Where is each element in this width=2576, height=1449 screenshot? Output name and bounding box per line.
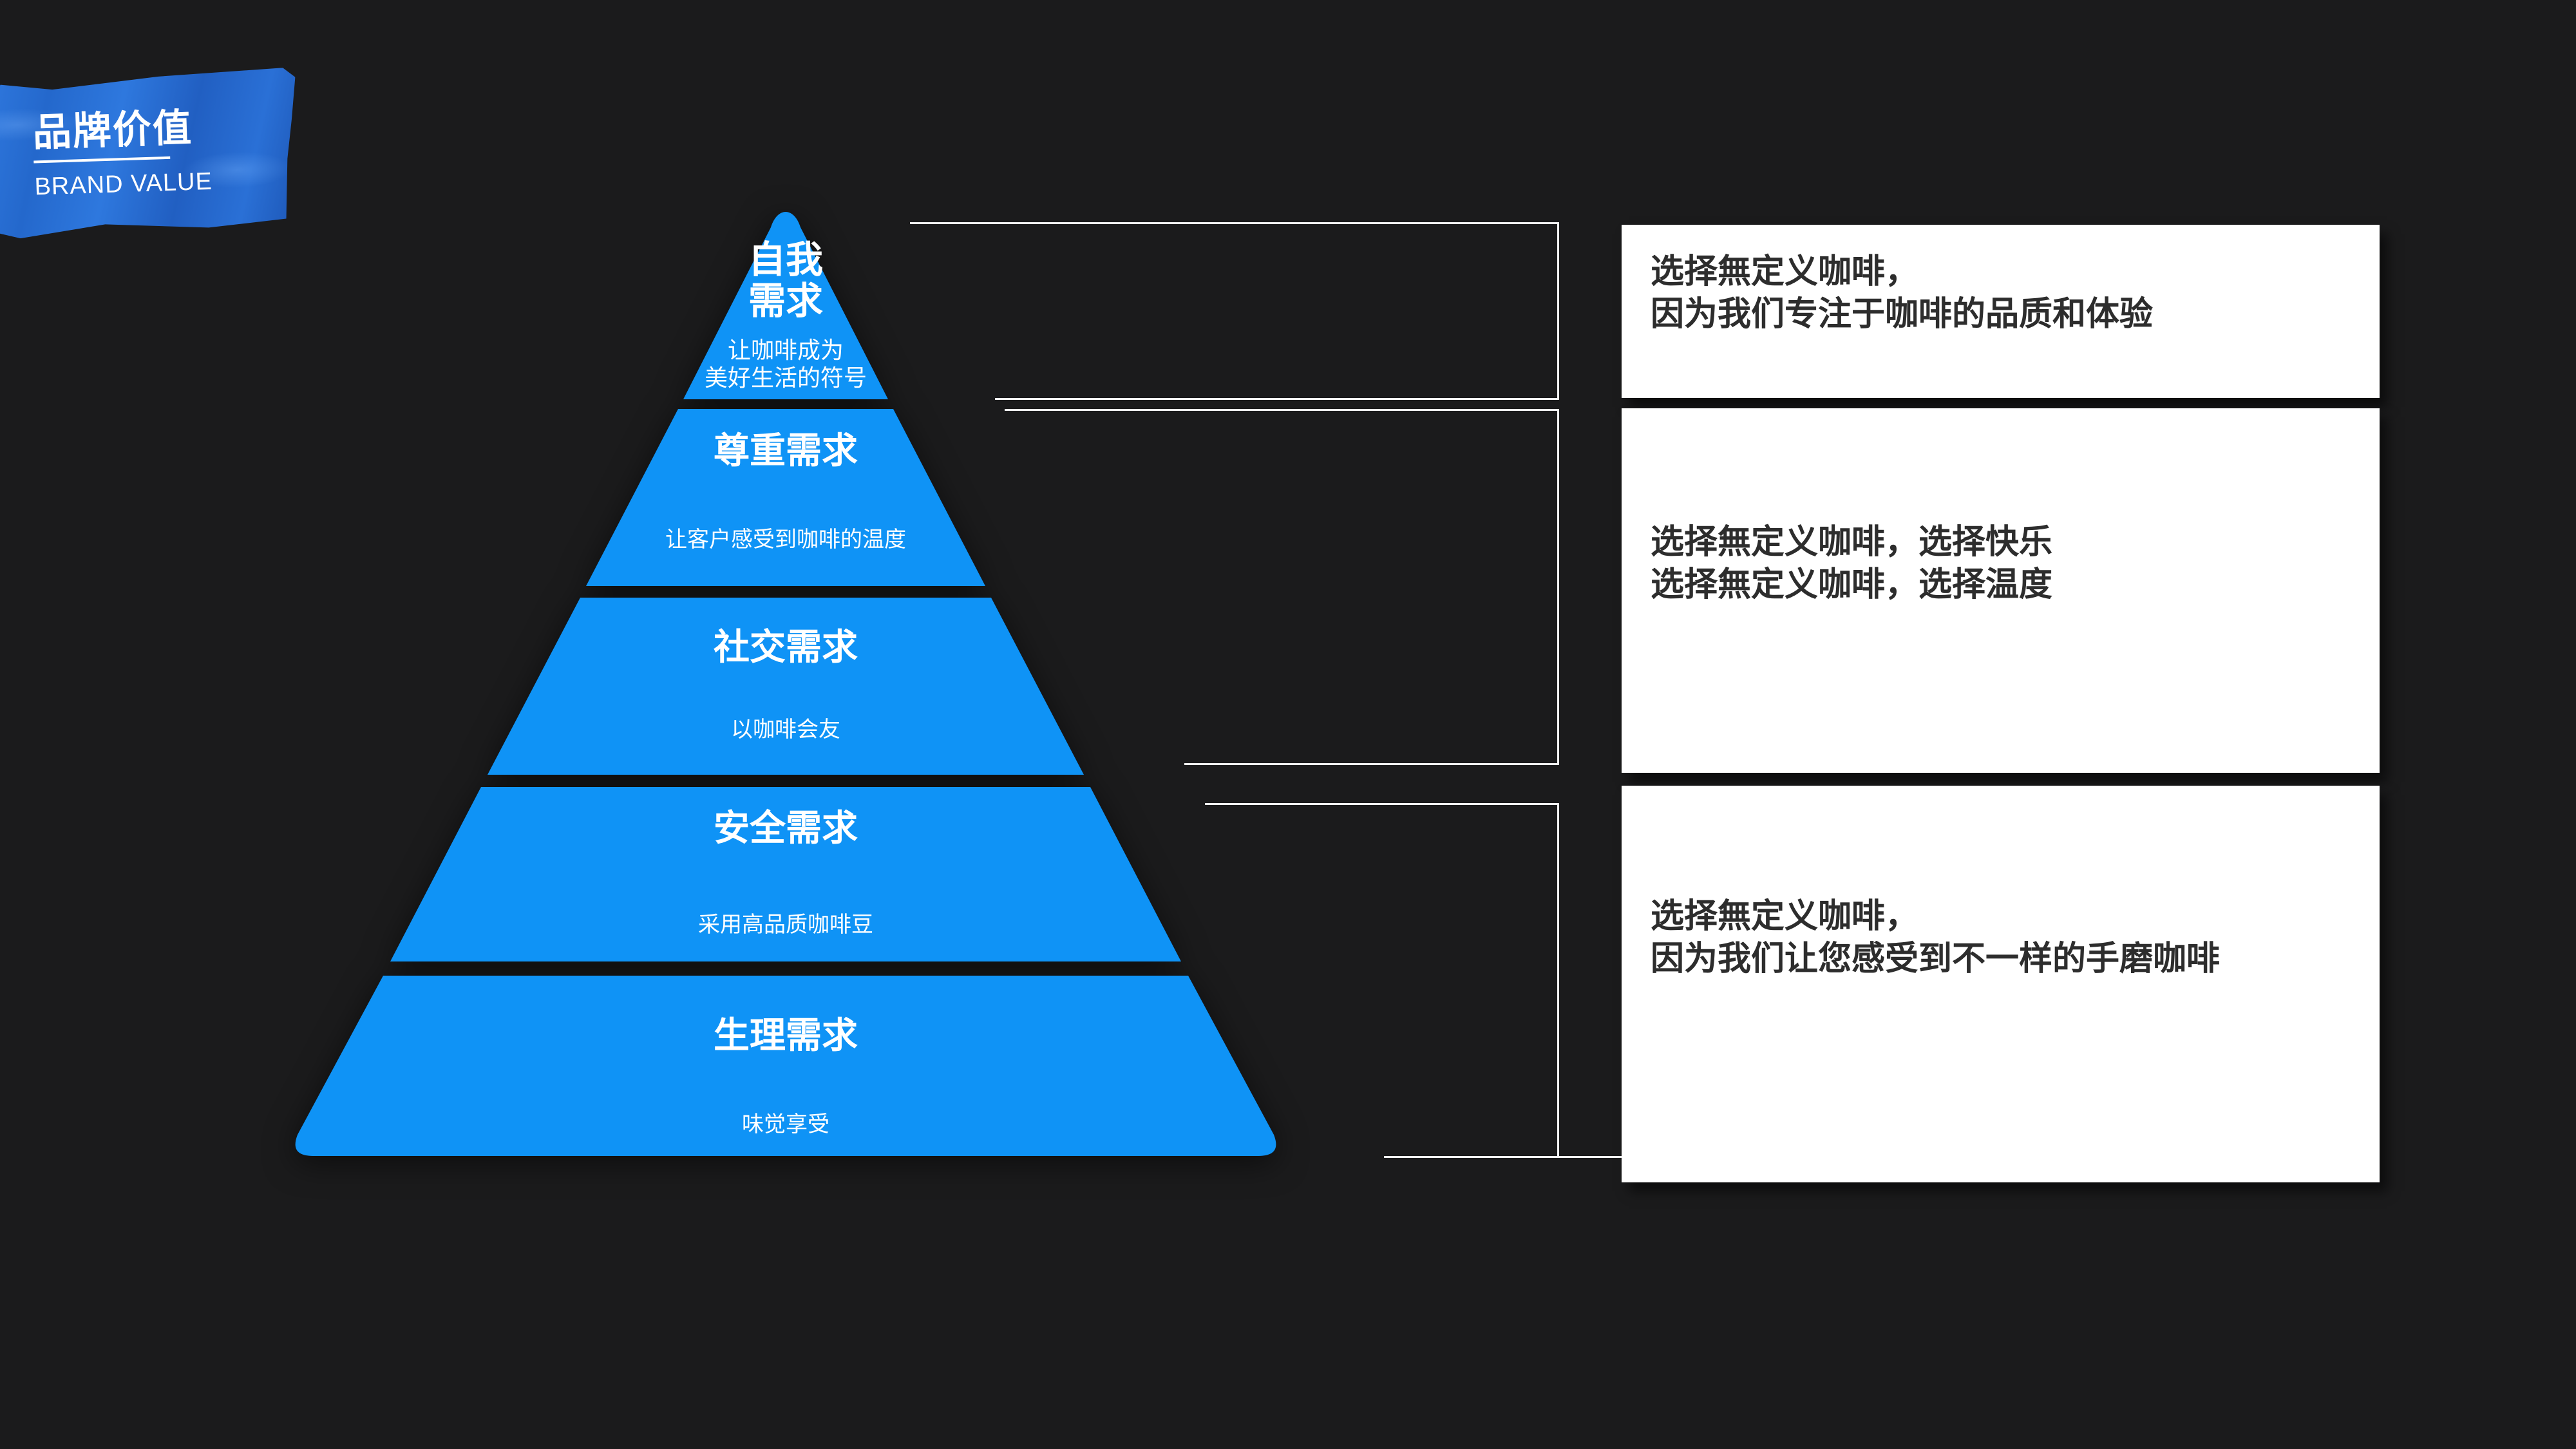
pyramid-level-safety	[390, 787, 1181, 961]
brand-tape: 品牌价值 BRAND VALUE	[0, 68, 300, 240]
value-box-self-line1: 选择無定义咖啡，	[1651, 253, 1919, 290]
bracket3-vertical-line	[1557, 803, 1559, 1158]
value-box-middle-line1: 选择無定义咖啡，选择快乐	[1651, 524, 2053, 561]
pyramid-level-physiological	[295, 976, 1276, 1156]
bracket1-top-line	[910, 222, 1559, 224]
value-box-middle: 选择無定义咖啡，选择快乐 选择無定义咖啡，选择温度	[1622, 408, 2380, 773]
bracket1-bottom-line	[995, 398, 1559, 400]
title-underline	[33, 156, 170, 164]
pyramid-level-social	[488, 598, 1084, 775]
level-caption-safety: 采用高品质咖啡豆	[698, 913, 873, 937]
level-title-self-line2: 需求	[748, 280, 823, 322]
level-title-esteem: 尊重需求	[714, 430, 858, 471]
bracket2-top-line	[1005, 409, 1559, 411]
level-title-social: 社交需求	[714, 627, 858, 667]
value-box-self: 选择無定义咖啡， 因为我们专注于咖啡的品质和体验	[1622, 225, 2380, 398]
page-title: 品牌价值	[32, 106, 193, 155]
value-box-bottom-line1: 选择無定义咖啡，	[1651, 898, 1919, 935]
level-title-self: 自我 需求	[289, 240, 1282, 322]
page-subtitle: BRAND VALUE	[33, 167, 213, 201]
bracket3-top-line	[1205, 803, 1559, 805]
value-box-bottom-text: 选择無定义咖啡， 因为我们让您感受到不一样的手磨咖啡	[1651, 895, 2220, 980]
value-box-bottom: 选择無定义咖啡， 因为我们让您感受到不一样的手磨咖啡	[1622, 786, 2380, 1182]
value-box-self-text: 选择無定义咖啡， 因为我们专注于咖啡的品质和体验	[1651, 251, 2153, 336]
level-caption-social: 以咖啡会友	[731, 717, 840, 742]
level-caption-self-line1: 让咖啡成为	[727, 337, 844, 363]
value-box-bottom-line2: 因为我们让您感受到不一样的手磨咖啡	[1651, 940, 2221, 978]
level-caption-self-line2: 美好生活的符号	[704, 365, 867, 391]
needs-pyramid: 自我 需求 让咖啡成为 美好生活的符号 尊重需求 让客户感受到咖啡的温度 社交需…	[289, 203, 1282, 1156]
bracket2-vertical-line	[1557, 409, 1559, 765]
value-box-self-line2: 因为我们专注于咖啡的品质和体验	[1651, 296, 2154, 333]
pyramid-level-self	[683, 212, 888, 399]
level-title-self-line1: 自我	[748, 239, 823, 281]
level-caption-esteem: 让客户感受到咖啡的温度	[665, 527, 906, 552]
bracket2-bottom-line	[1184, 763, 1559, 765]
level-title-physiological: 生理需求	[714, 1015, 858, 1056]
level-title-safety: 安全需求	[714, 808, 858, 848]
bracket3-bottom-line	[1384, 1156, 1622, 1158]
level-caption-self: 让咖啡成为 美好生活的符号	[289, 336, 1282, 392]
value-box-middle-line2: 选择無定义咖啡，选择温度	[1651, 566, 2053, 603]
level-caption-physiological: 味觉享受	[742, 1112, 829, 1137]
brand-tape-content: 品牌价值 BRAND VALUE	[32, 104, 213, 201]
bracket1-vertical-line	[1557, 222, 1559, 400]
pyramid-level-esteem	[586, 409, 985, 586]
value-box-middle-text: 选择無定义咖啡，选择快乐 选择無定义咖啡，选择温度	[1651, 521, 2052, 606]
